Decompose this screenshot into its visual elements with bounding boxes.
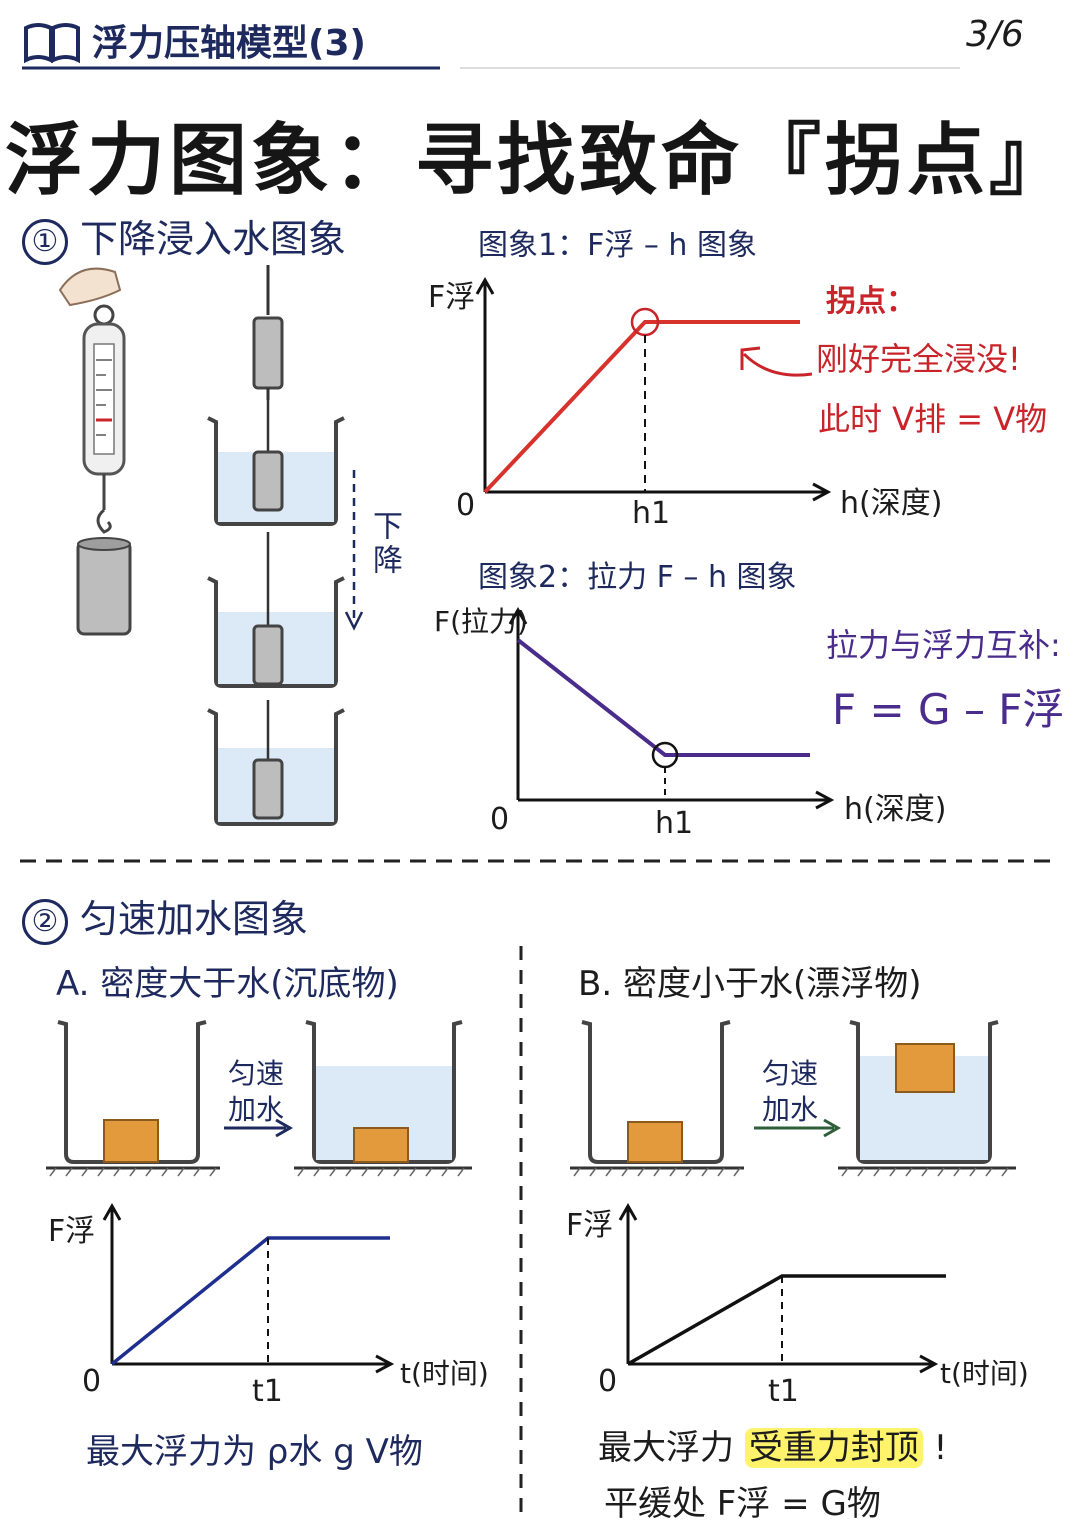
graph1-title: 图象1：F浮 – h 图象 [478,228,757,263]
section2-column-divider [519,946,523,1522]
partB-illustration [570,1020,1016,1177]
graph2-curve [516,638,810,757]
partA-illustration [46,1020,472,1177]
graph2-y-label: F(拉力) [434,605,528,638]
graph1-origin: 0 [456,488,476,523]
open-book-icon [24,23,80,64]
graph2-formula: F = G – F浮 [832,685,1065,734]
partA-origin: 0 [82,1364,102,1399]
graph2-plot [508,606,835,810]
beaker-3 [207,708,345,826]
header-underline [22,66,960,70]
partB-y-label: F浮 [566,1208,614,1243]
graph2-tick: h1 [655,806,694,841]
graph1-tick: h1 [632,496,671,531]
partB-curve [627,1274,946,1366]
graph1-y-label: F浮 [428,280,476,315]
partA-x-label: t(时间) [400,1357,489,1390]
partB-origin: 0 [598,1364,618,1399]
partB-tick: t1 [768,1374,799,1409]
graph2-x-label: h(深度) [844,792,947,827]
section2-title-text: 匀速加水图象 [80,897,309,941]
partA-y-label: F浮 [48,1214,96,1249]
graph1-plot [475,276,832,502]
graph2-note-title: 拉力与浮力互补: [826,626,1061,664]
partA-plot [102,1202,395,1374]
section1-title-text: 下降浸入水图象 [80,217,347,261]
graph1-note-line1: 刚好完全浸没! [816,340,1021,378]
partA-tick: t1 [252,1374,283,1409]
metal-cylinder [76,540,132,636]
partB-caption-line2: 平缓处 F浮 = G物 [604,1484,881,1524]
section2-number: ② [22,898,68,945]
partA-arrow-label-2: 加水 [228,1093,285,1126]
main-title: 浮力图象：寻找致命『拐点』 [4,116,1071,206]
graph1-x-label: h(深度) [840,486,943,521]
graph2-origin: 0 [490,802,510,837]
graph1-note-title: 拐点： [826,284,916,319]
partA-curve [110,1236,390,1366]
page-indicator: 3/6 [966,14,1024,55]
partB-title: B. 密度小于水(漂浮物) [578,964,922,1004]
partB-arrow-label-1: 匀速 [762,1057,819,1090]
section1-title: ① 下降浸入水图象 [22,208,346,265]
partB-plot [618,1202,946,1374]
graph2-title: 图象2：拉力 F – h 图象 [478,560,797,595]
section1-number: ① [22,218,68,265]
section-divider [20,859,1054,863]
partB-caption: 最大浮力 受重力封顶 ! [598,1420,947,1469]
section1-illustrations [58,265,364,826]
beaker-1 [207,416,345,526]
descend-label: 下降 [367,510,402,578]
partB-caption-post: ! [933,1428,948,1468]
beaker-2 [207,576,345,688]
section2-title: ② 匀速加水图象 [22,888,308,945]
graph1-note-line2: 此时 V排 = V物 [818,400,1048,438]
graph1-note-arrow [740,346,813,377]
graph1-curve [483,320,800,494]
hand-icon [58,267,122,307]
partB-block [627,1121,683,1163]
partA-title: A. 密度大于水(沉底物) [56,964,399,1004]
partB-beaker-full [849,1020,999,1164]
partA-caption: 最大浮力为 ρ水 g V物 [86,1432,423,1472]
partB-arrow-label-2: 加水 [762,1093,819,1126]
partB-caption-pre: 最大浮力 [598,1428,734,1468]
partB-x-label: t(时间) [940,1357,1029,1390]
partA-block [103,1119,159,1163]
partA-arrow-label-1: 匀速 [228,1057,285,1090]
partB-caption-highlight: 受重力封顶 [744,1428,923,1468]
header-title: 浮力压轴模型(3) [92,23,366,64]
